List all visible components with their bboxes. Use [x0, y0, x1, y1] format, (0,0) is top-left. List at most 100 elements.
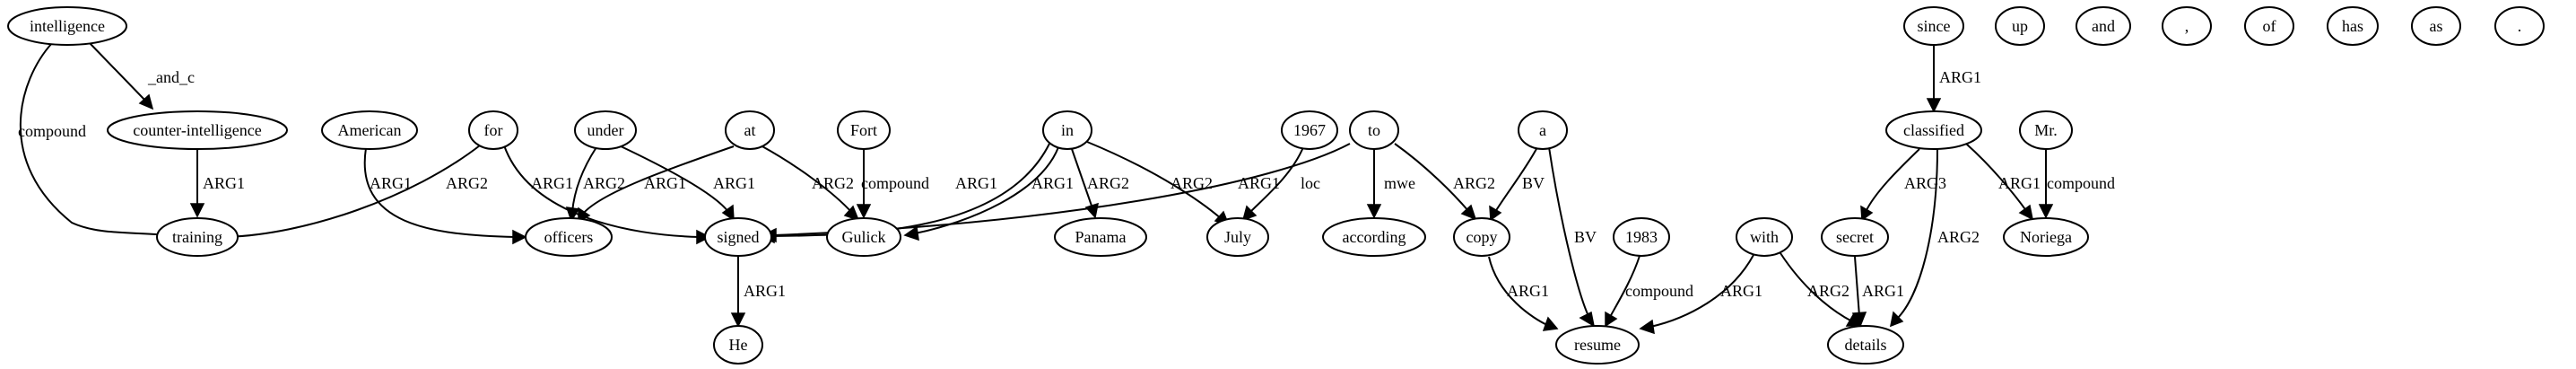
edge-1967-july-arrowhead [1241, 205, 1258, 222]
node-gulick-label: Gulick [842, 228, 886, 246]
node-a-label: a [1539, 121, 1546, 139]
node-july-shape [1206, 217, 1269, 257]
edge-in-panama-line [1071, 148, 1093, 209]
node-to: to [1349, 110, 1399, 150]
node-under: under [574, 110, 637, 150]
edge-to-copy: ARG2 [1394, 143, 1495, 221]
node-copy-label: copy [1466, 228, 1498, 246]
edge-label-at-officers: ARG1 [644, 174, 686, 192]
node-up-shape [1995, 6, 2045, 46]
edge-a-copy-arrowhead [1489, 205, 1502, 222]
edge-for-training-line [223, 145, 481, 238]
edge-signed-he: ARG1 [730, 257, 786, 328]
edge-with-resume-arrowhead [1639, 319, 1655, 335]
edge-label-intelligence-training: compound [18, 122, 86, 140]
node-intelligence-shape [7, 6, 127, 46]
edge-classified-details-arrowhead [1889, 311, 1904, 328]
edge-in-gulick: ARG1 [903, 146, 1074, 242]
edge-classified-noriega-arrowhead [2018, 204, 2034, 221]
edge-with-details-line [1780, 252, 1853, 322]
node-american-shape [321, 110, 418, 150]
edge-in-signed-line [770, 143, 1050, 237]
edge-with-resume: ARG1 [1639, 254, 1762, 335]
edge-signed-he-arrowhead [730, 312, 746, 328]
edge-for-training: ARG2 [213, 145, 488, 245]
edge-to-according-arrowhead [1366, 204, 1382, 219]
node-has: has [2327, 6, 2379, 46]
node-secret: secret [1821, 217, 1889, 257]
node-according: according [1322, 217, 1426, 257]
node-details-shape [1827, 325, 1904, 365]
node-secret-shape [1821, 217, 1889, 257]
node-counter-intelligence: counter-intelligence [107, 110, 288, 150]
edge-label-in-july: ARG2 [1171, 174, 1213, 192]
edge-since-classified-arrowhead [1926, 98, 1942, 113]
edge-label-1967-july: loc [1301, 174, 1320, 192]
edge-at-gulick: ARG2 [760, 145, 860, 222]
node-and-label: and [2092, 17, 2115, 35]
node-classified: classified [1885, 110, 1982, 150]
node-details: details [1827, 325, 1904, 365]
node-at-shape [725, 110, 775, 150]
edge-label-since-classified: ARG1 [1939, 68, 1981, 86]
edge-fort-gulick: compound [856, 149, 929, 219]
node-has-shape [2327, 6, 2379, 46]
node-comma: , [2162, 6, 2212, 46]
edge-label-to-according: mwe [1384, 174, 1415, 192]
node-1983-label: 1983 [1625, 228, 1658, 246]
node-a: a [1518, 110, 1568, 150]
edge-intelligence-counter-intelligence: _and_c [89, 42, 195, 110]
edge-1983-resume-line [1609, 255, 1640, 318]
node-resume: resume [1555, 325, 1640, 365]
node-officers: officers [525, 217, 613, 257]
node-to-shape [1349, 110, 1399, 150]
node-since: since [1903, 6, 1964, 46]
edge-under-signed: ARG1 [618, 145, 755, 222]
edge-since-classified: ARG1 [1926, 43, 1981, 113]
node-noriega-label: Noriega [2020, 228, 2072, 246]
node-officers-shape [525, 217, 613, 257]
edge-label-intelligence-counter: _and_c [147, 68, 195, 86]
edge-label-signed-he: ARG1 [744, 282, 786, 300]
node-panama: Panama [1054, 217, 1147, 257]
node-up-label: up [2012, 17, 2028, 35]
edge-at-officers-line [582, 145, 735, 215]
node-1967-label: 1967 [1293, 121, 1326, 139]
edge-label-with-details: ARG2 [1807, 282, 1849, 300]
edge-american-officers: ARG1 [363, 147, 527, 245]
edge-under-officers: ARG2 [565, 146, 625, 223]
node-training-label: training [172, 228, 222, 246]
edge-label-with-resume: ARG1 [1720, 282, 1762, 300]
edge-label-in-panama: ARG2 [1087, 174, 1129, 192]
edge-at-gulick-arrowhead [843, 205, 860, 222]
node-he: He [713, 325, 763, 365]
edge-label-to-copy: ARG2 [1453, 174, 1495, 192]
edge-1967-july-line [1249, 146, 1304, 214]
node-american-label: American [338, 121, 402, 139]
edge-label-in-signed: ARG1 [955, 174, 997, 192]
edge-label-classified-secret: ARG3 [1904, 174, 1946, 192]
edge-with-details: ARG2 [1780, 252, 1863, 327]
node-of-shape [2244, 6, 2294, 46]
node-to-label: to [1368, 121, 1380, 139]
edge-american-officers-line [363, 147, 517, 238]
node-since-label: since [1918, 17, 1951, 35]
edge-label-under-officers: ARG2 [583, 174, 625, 192]
edge-with-resume-line [1649, 254, 1754, 328]
edge-fort-gulick-arrowhead [856, 204, 872, 219]
edge-label-under-signed: ARG1 [713, 174, 755, 192]
node-of: of [2244, 6, 2294, 46]
edge-secret-details-line [1854, 256, 1860, 317]
edge-label-copy-resume: ARG1 [1507, 282, 1549, 300]
edge-classified-details: ARG2 [1889, 148, 1980, 328]
node-at: at [725, 110, 775, 150]
edge-a-resume: BV [1548, 146, 1597, 328]
edge-american-officers-arrowhead [512, 229, 527, 245]
node-period-label: . [2518, 17, 2522, 35]
node-noriega-shape [2003, 217, 2089, 257]
edge-at-officers: ARG1 [578, 145, 735, 224]
node-and-shape [2076, 6, 2131, 46]
edge-label-a-resume: BV [1574, 228, 1597, 246]
edge-to-copy-arrowhead [1460, 204, 1477, 221]
